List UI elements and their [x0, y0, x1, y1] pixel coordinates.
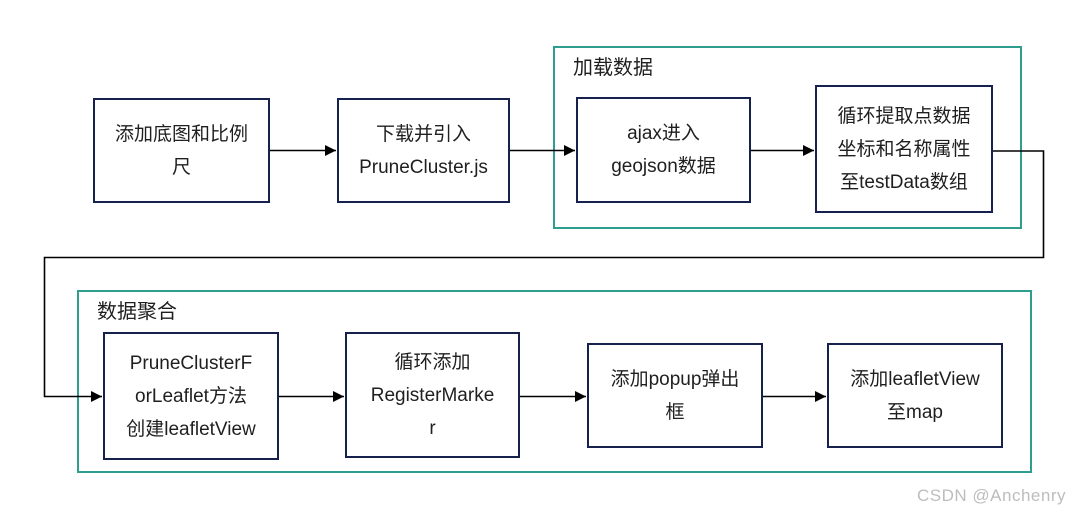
- flow-node-ajax-geojson: ajax进入 geojson数据: [576, 97, 751, 203]
- flow-node-add-popup: 添加popup弹出 框: [587, 343, 763, 448]
- flow-node-extract-points: 循环提取点数据 坐标和名称属性 至testData数组: [815, 85, 993, 213]
- flow-node-add-basemap: 添加底图和比例 尺: [93, 98, 270, 203]
- csdn-watermark: CSDN @Anchenry: [917, 486, 1066, 505]
- flow-node-add-to-map: 添加leafletView 至map: [827, 343, 1003, 448]
- group-aggregate-data-label: 数据聚合: [97, 301, 177, 323]
- flow-node-register-marker: 循环添加 RegisterMarke r: [345, 332, 520, 458]
- flow-node-create-leafletview: PruneClusterF orLeaflet方法 创建leafletView: [103, 332, 279, 460]
- flow-node-download-lib: 下载并引入 PruneCluster.js: [337, 98, 510, 203]
- group-load-data-label: 加载数据: [573, 57, 653, 79]
